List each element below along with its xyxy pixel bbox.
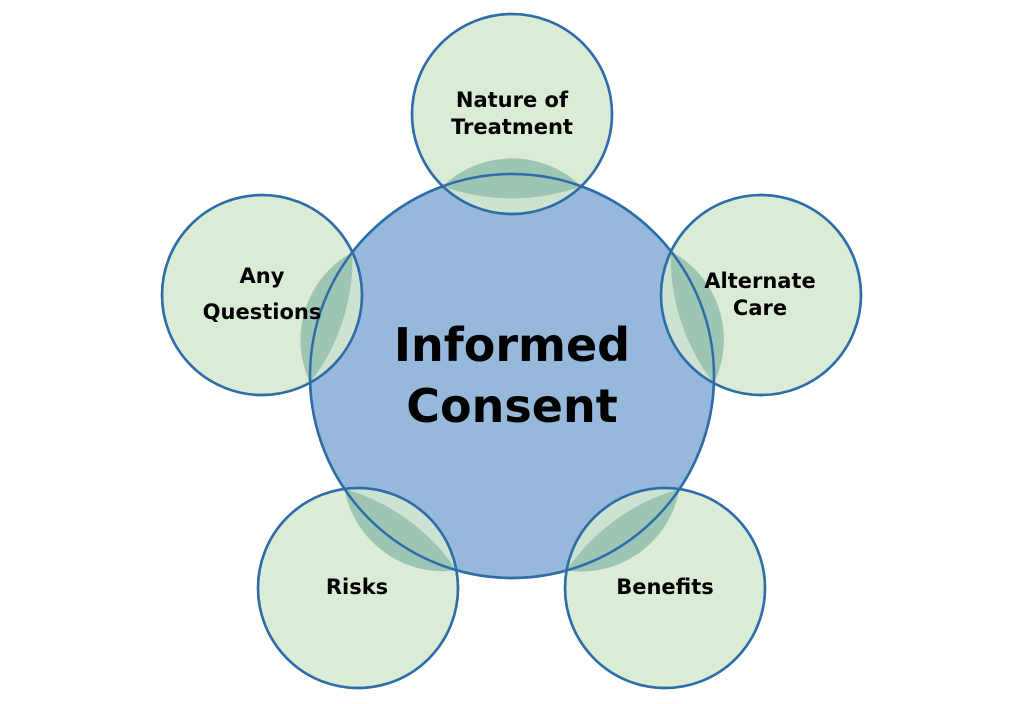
- center-label-line-2: Consent: [406, 379, 617, 433]
- alternate-circle-outline: [659, 193, 863, 397]
- overlap-benefits: [566, 489, 680, 572]
- alternate-care-label-line-1: Alternate: [704, 269, 816, 293]
- any-questions-label-line-1: Any: [240, 264, 285, 288]
- risks-label: Risks: [326, 575, 388, 599]
- alternate-care-label-line-2: Care: [733, 296, 787, 320]
- risks-circle-outline: [256, 486, 460, 690]
- overlap-questions: [300, 252, 353, 383]
- nature-of-treatment-label-line-1: Nature of: [456, 88, 569, 112]
- nature-circle-outline: [410, 12, 614, 216]
- benefits-label: Benefits: [616, 575, 714, 599]
- questions-circle-outline: [160, 193, 364, 397]
- overlap-layer: [300, 158, 724, 572]
- center-circle-outline: [308, 172, 716, 580]
- any-questions-label-line-2: Questions: [203, 300, 322, 324]
- overlap-risks: [344, 488, 457, 572]
- overlap-alternate: [670, 251, 724, 384]
- nature-of-treatment-label-line-2: Treatment: [451, 115, 573, 139]
- overlap-nature: [442, 158, 582, 199]
- center-label-line-1: Informed: [394, 318, 630, 372]
- benefits-circle-outline: [563, 486, 767, 690]
